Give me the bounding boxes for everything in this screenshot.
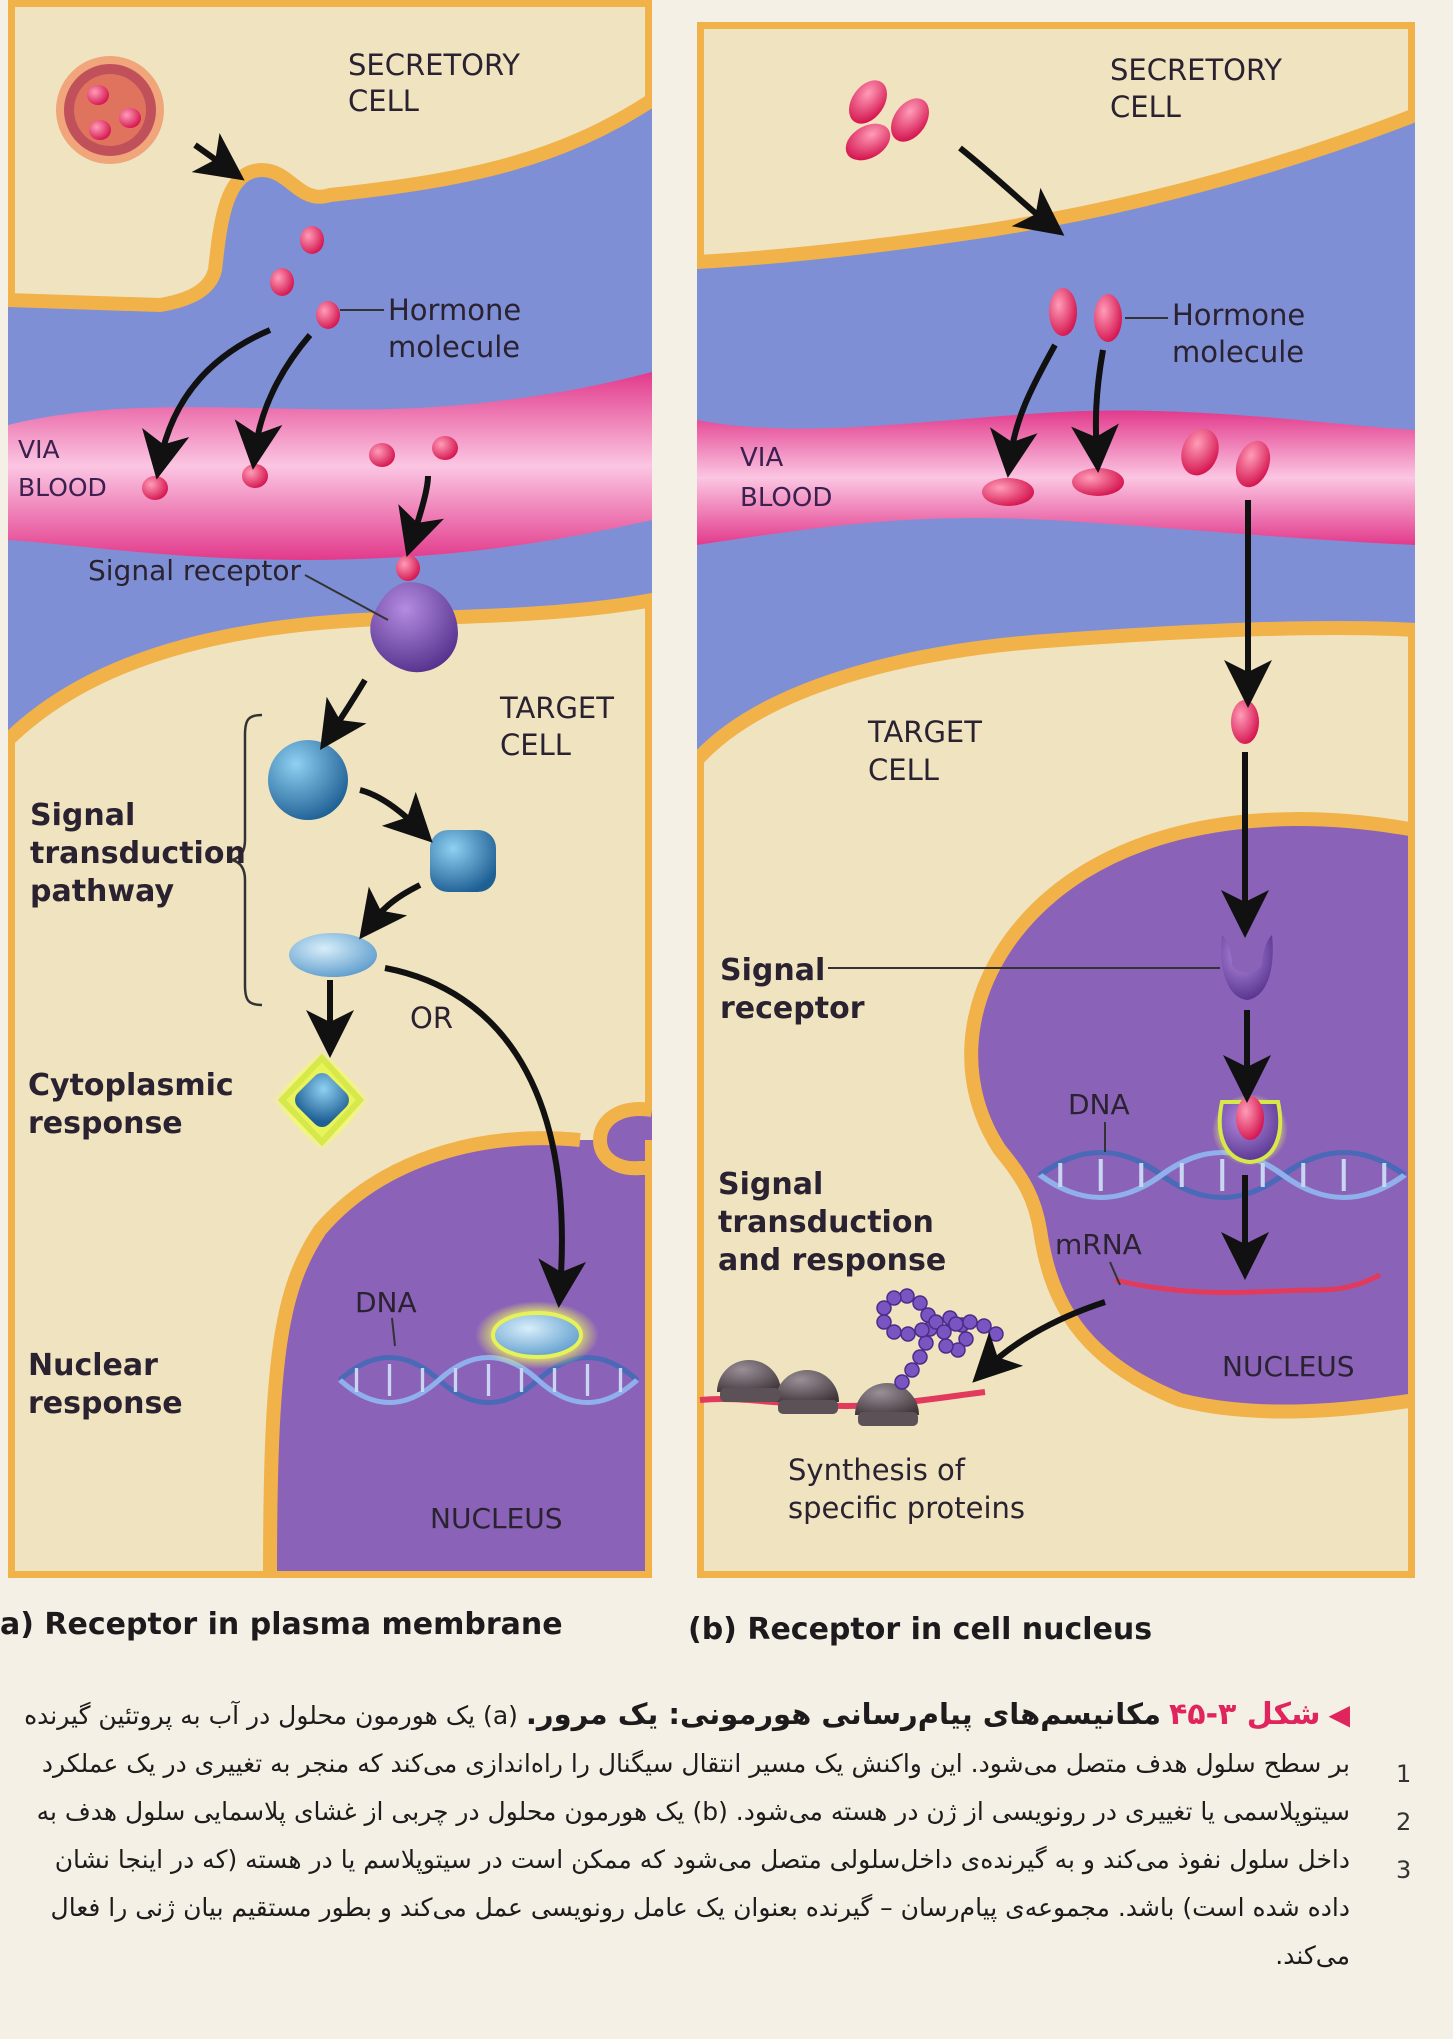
relay-molecule-1 [268, 740, 348, 820]
nucleus-a [262, 1102, 652, 1578]
panel-b-arrows [958, 145, 1272, 1383]
hormone-molecule [300, 226, 324, 254]
cytoplasmic-response-label: Cytoplasmic [28, 1068, 234, 1103]
transduction-response-label: Signal [718, 1167, 823, 1202]
svg-text:pathway: pathway [30, 874, 174, 909]
synthesized-protein [876, 1288, 1004, 1390]
blood-vessel-a [8, 372, 652, 560]
transcription-factor-a [491, 1311, 583, 1359]
blood-label-b: VIA [740, 443, 783, 473]
secretory-cell-a [8, 0, 652, 313]
dna-label-a: DNA [355, 1286, 417, 1319]
svg-text:CELL: CELL [1110, 90, 1181, 124]
figure-number: شکل ۳-۴۵ [1168, 1697, 1321, 1732]
svg-text:transduction: transduction [30, 836, 246, 871]
secretory-cell-label-a: SECRETORY [348, 48, 520, 82]
mrna-label: mRNA [1055, 1228, 1142, 1261]
margin-marks: 1 2 3 [1396, 1760, 1412, 1884]
target-cell-label-b: TARGET [867, 715, 982, 749]
hormone-molecule-b [1049, 288, 1077, 336]
relay-molecule-3 [289, 933, 377, 977]
synthesis-label: Synthesis of [788, 1453, 966, 1487]
svg-text:CELL: CELL [500, 728, 571, 762]
pathway-label: Signal [30, 798, 135, 833]
svg-text:CELL: CELL [868, 753, 939, 787]
blood-label-a: VIA [18, 435, 60, 464]
svg-text:molecule: molecule [388, 330, 520, 364]
svg-text:response: response [28, 1106, 183, 1141]
figure-title: مکانیسم‌های پیام‌رسانی هورمونی: یک مرور. [525, 1697, 1161, 1731]
hormone-label-a: Hormone [388, 293, 521, 327]
target-cell-label-a: TARGET [499, 691, 614, 725]
figure-caption-fa: ◀ شکل ۳-۴۵ مکانیسم‌های پیام‌رسانی هورمون… [20, 1690, 1350, 1980]
panel-b-caption: (b) Receptor in cell nucleus [688, 1612, 1153, 1647]
panel-b-labels: SECRETORY CELL Hormone molecule VIA BLOO… [718, 53, 1355, 1525]
svg-text:CELL: CELL [348, 84, 419, 118]
panel-b [697, 22, 1415, 1578]
nucleus-label-b: NUCLEUS [1222, 1350, 1355, 1383]
signal-receptor-label-b: Signal [720, 953, 825, 988]
pathway-bracket [231, 713, 263, 1007]
panel-a-arrows [142, 133, 587, 1308]
dna-label-b: DNA [1068, 1088, 1130, 1121]
nuclear-response-label: Nuclear [28, 1348, 158, 1383]
panel-a-labels: SECRETORY CELL Hormone molecule VIA BLOO… [18, 48, 614, 1535]
svg-text:BLOOD: BLOOD [18, 473, 107, 502]
svg-text:molecule: molecule [1172, 335, 1304, 369]
svg-text:specific proteins: specific proteins [788, 1491, 1025, 1525]
caption-marker: ◀ [1328, 1698, 1350, 1731]
panel-b-molecules [699, 80, 1288, 1426]
svg-text:BLOOD: BLOOD [740, 483, 832, 513]
relay-molecule-2 [430, 830, 496, 892]
signal-receptor-label-a: Signal receptor [88, 554, 302, 587]
cytoplasmic-effector [295, 1073, 349, 1127]
blood-vessel-b [697, 410, 1415, 545]
signal-receptor-b [1221, 935, 1273, 1000]
panel-a-caption: a) Receptor in plasma membrane [0, 1607, 563, 1642]
figure-caption-body: (a) یک هورمون محلول در آب به پروتئین گیر… [24, 1701, 1350, 1970]
panel-a-molecules [56, 56, 599, 1369]
secretory-cell-label-b: SECRETORY [1110, 53, 1282, 87]
signal-receptor-a [370, 582, 458, 673]
ribosome [717, 1360, 781, 1392]
mrna-strand-b [1114, 1272, 1382, 1295]
nucleus-label-a: NUCLEUS [430, 1502, 563, 1535]
svg-text:response: response [28, 1386, 183, 1421]
svg-text:receptor: receptor [720, 991, 865, 1026]
svg-text:transduction: transduction [718, 1205, 934, 1240]
svg-text:and response: and response [718, 1243, 946, 1278]
or-label: OR [410, 1001, 453, 1035]
hormone-label-b: Hormone [1172, 298, 1305, 332]
